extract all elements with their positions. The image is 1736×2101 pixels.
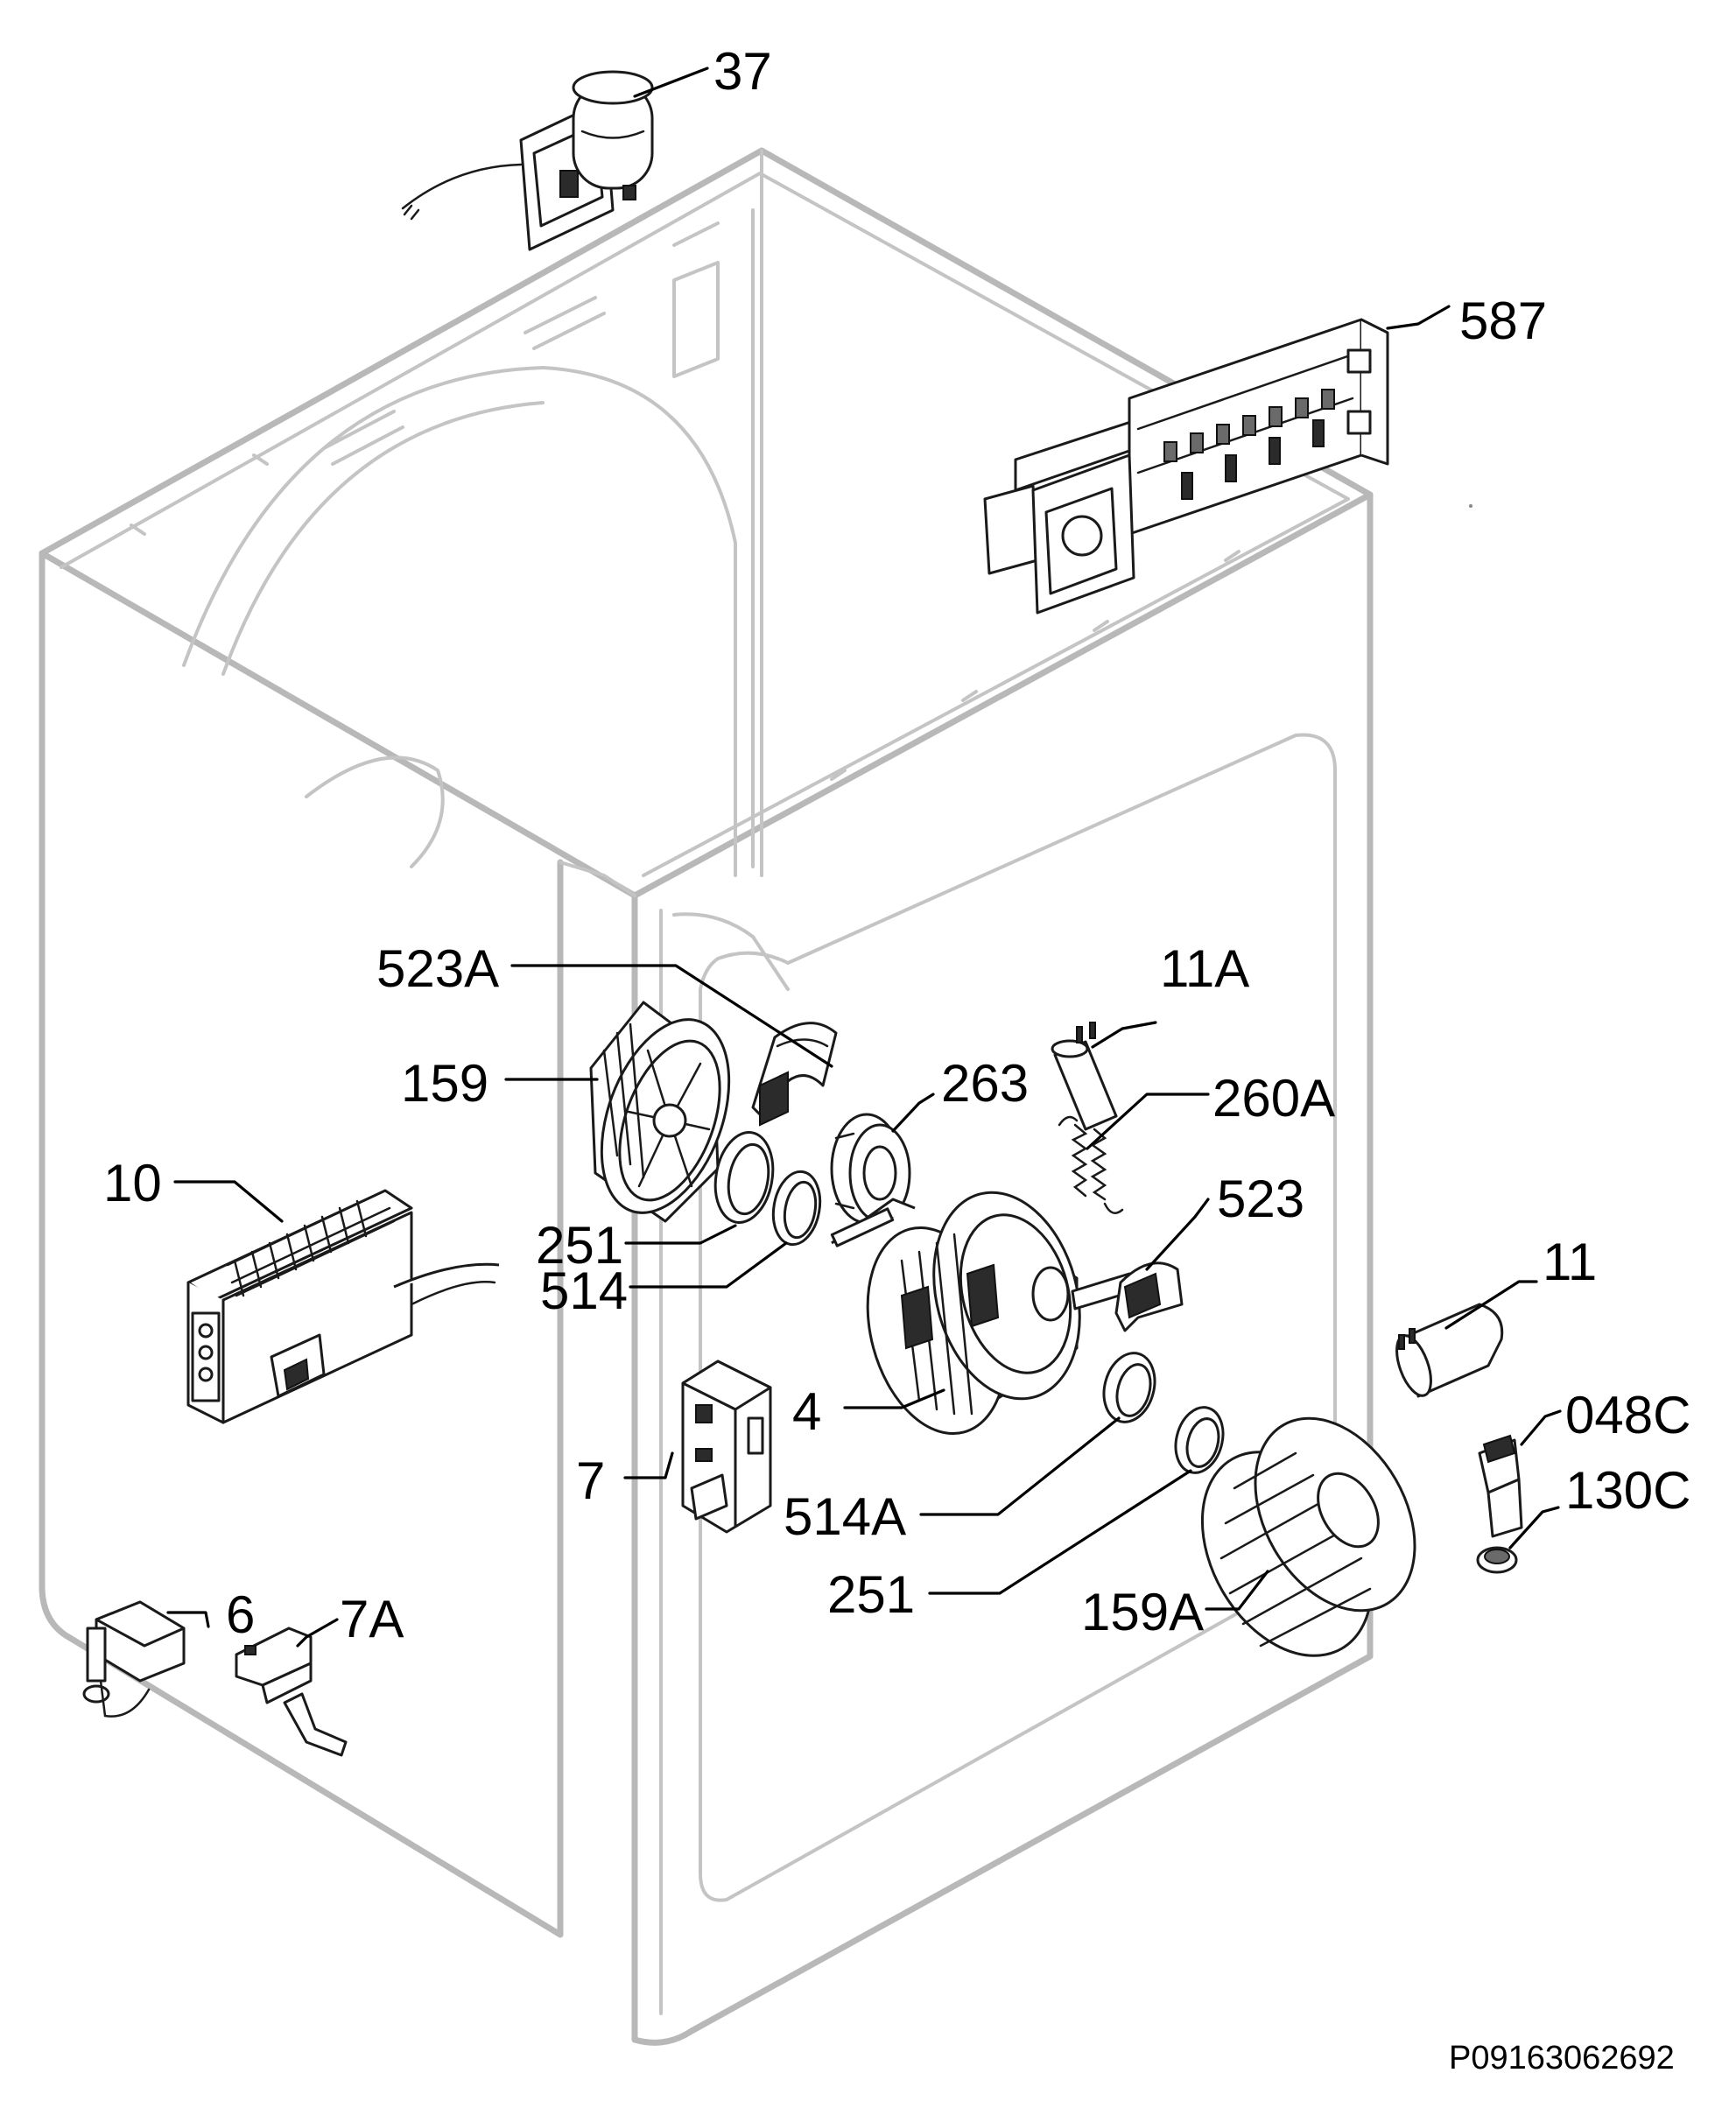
callout-523A: 523A (376, 939, 499, 998)
part-callout-labels: 37 587 523A 11A 159 263 260A 10 251 523 … (103, 42, 1690, 1648)
callout-251-lower: 251 (827, 1565, 915, 1624)
callout-130C: 130C (1565, 1461, 1690, 1520)
callout-11: 11 (1543, 1233, 1597, 1291)
board-components (1163, 348, 1372, 500)
part-251-seal-lower (1174, 1406, 1225, 1474)
callout-159: 159 (401, 1054, 488, 1113)
part-10-heater (186, 1189, 500, 1424)
callout-11A: 11A (1160, 939, 1249, 998)
part-587-control-board (983, 318, 1389, 615)
diagram-reference-code: P09163062692 (1449, 2040, 1675, 2076)
callout-514A: 514A (784, 1487, 906, 1546)
callout-6: 6 (226, 1585, 255, 1644)
part-523A-bearing-bracket (751, 1022, 838, 1127)
part-260A-spring (1058, 1115, 1124, 1214)
part-4-motor (830, 1191, 1135, 1436)
callout-048C: 048C (1565, 1386, 1690, 1444)
part-523-bearing-bracket (1114, 1261, 1184, 1332)
part-11A-small-capacitor (1051, 1022, 1118, 1131)
part-37-capacitor (401, 70, 654, 251)
callout-4: 4 (792, 1382, 821, 1441)
part-7A-microswitch (235, 1627, 348, 1757)
part-251-seal-upper (713, 1130, 775, 1225)
heater-terminal-block (191, 1311, 326, 1402)
callout-159A: 159A (1081, 1583, 1204, 1641)
callout-523: 523 (1217, 1170, 1304, 1228)
callout-263: 263 (941, 1054, 1029, 1113)
part-048C-fitting (1478, 1434, 1523, 1538)
callout-7: 7 (576, 1451, 605, 1510)
callout-587: 587 (1459, 292, 1547, 350)
part-6-filter (82, 1600, 186, 1718)
callout-7A: 7A (340, 1590, 404, 1648)
callout-514: 514 (540, 1261, 628, 1320)
part-159A-fan (1200, 1416, 1416, 1657)
part-130C-fitting (1476, 1546, 1518, 1574)
callout-260A: 260A (1212, 1069, 1335, 1128)
stray-dot (1469, 504, 1472, 508)
callout-251-upper: 251 (536, 1216, 623, 1275)
part-11-capacitor (1395, 1303, 1504, 1398)
callout-37: 37 (713, 42, 772, 101)
part-263-pulley (830, 1113, 911, 1225)
part-514-seal-upper (771, 1170, 822, 1247)
part-159-impeller (589, 1001, 731, 1223)
leader-lines (166, 67, 1562, 1648)
part-514A-seal-lower (1102, 1352, 1156, 1423)
part-7-door-lock (681, 1360, 772, 1534)
callout-10: 10 (103, 1154, 162, 1212)
dryer-cabinet-outline (39, 147, 1374, 2046)
